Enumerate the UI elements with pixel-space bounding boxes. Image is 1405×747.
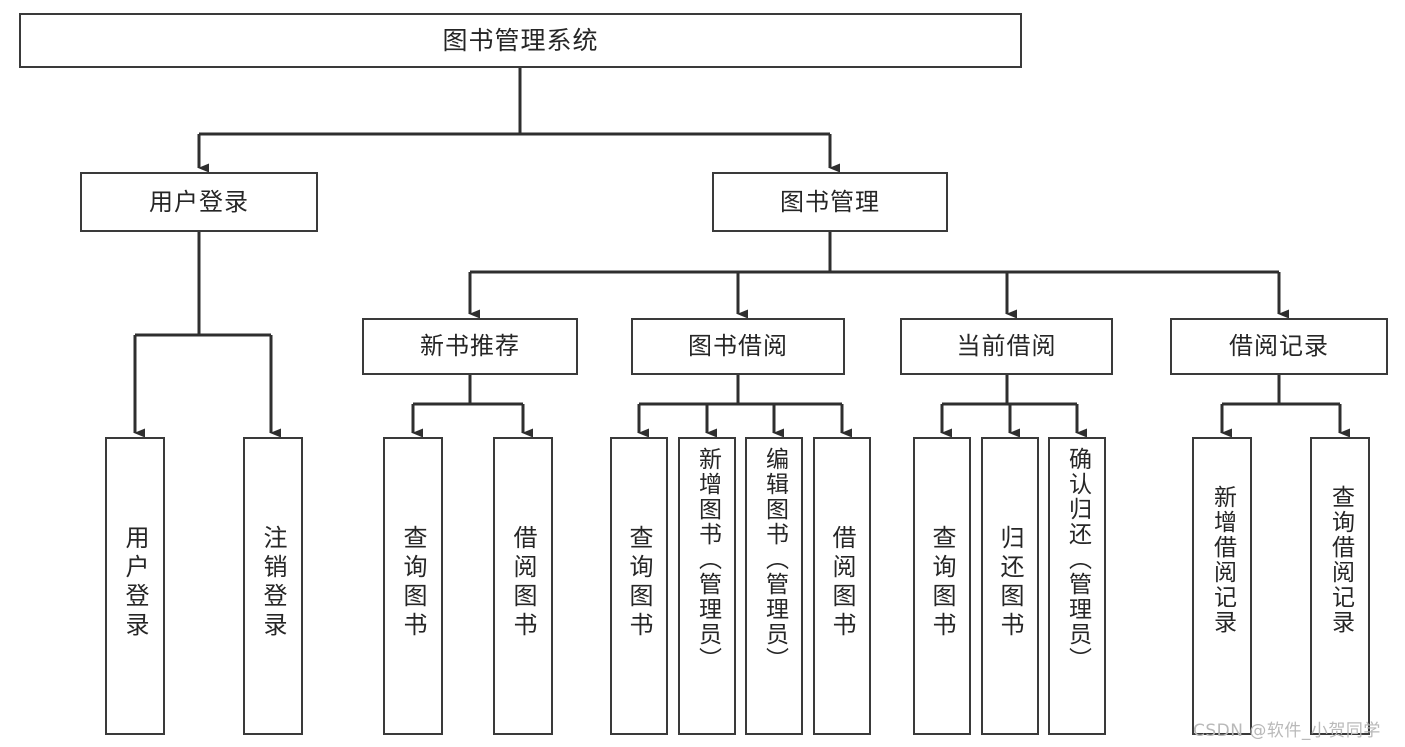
- leaf-user-login[interactable]: 用户登录: [105, 437, 165, 735]
- node-book-manage[interactable]: 图书管理: [712, 172, 948, 232]
- node-label: 查询借阅记录: [1327, 485, 1354, 635]
- node-current-borrow[interactable]: 当前借阅: [900, 318, 1113, 375]
- node-label: 图书借阅: [688, 332, 788, 361]
- node-label: 用户登录: [121, 525, 149, 641]
- node-label: 用户登录: [149, 187, 249, 216]
- node-label: 借阅记录: [1229, 332, 1329, 361]
- node-label: 新书推荐: [420, 332, 520, 361]
- node-label: 图书管理: [780, 187, 880, 216]
- leaf-edit-book-admin[interactable]: 编辑图书（管理员）: [745, 437, 803, 735]
- leaf-borrow-book-1[interactable]: 借阅图书: [493, 437, 553, 735]
- node-label: 确认归还（管理员）: [1064, 447, 1091, 672]
- leaf-query-book-1[interactable]: 查询图书: [383, 437, 443, 735]
- node-label: 查询图书: [625, 525, 653, 641]
- leaf-borrow-book-2[interactable]: 借阅图书: [813, 437, 871, 735]
- leaf-add-borrow-record[interactable]: 新增借阅记录: [1192, 437, 1252, 735]
- leaf-add-book-admin[interactable]: 新增图书（管理员）: [678, 437, 736, 735]
- node-book-borrow[interactable]: 图书借阅: [631, 318, 845, 375]
- node-new-book-recommendation[interactable]: 新书推荐: [362, 318, 578, 375]
- node-user-login[interactable]: 用户登录: [80, 172, 318, 232]
- leaf-query-book-3[interactable]: 查询图书: [913, 437, 971, 735]
- node-label: 查询图书: [399, 525, 427, 641]
- node-label: 当前借阅: [956, 332, 1057, 361]
- node-label: 归还图书: [996, 525, 1024, 641]
- node-label: 借阅图书: [509, 525, 537, 641]
- node-root-system[interactable]: 图书管理系统: [19, 13, 1022, 68]
- node-label: 图书管理系统: [442, 25, 599, 55]
- node-borrow-record[interactable]: 借阅记录: [1170, 318, 1388, 375]
- leaf-query-borrow-record[interactable]: 查询借阅记录: [1310, 437, 1370, 735]
- node-label: 注销登录: [259, 525, 287, 641]
- leaf-return-book[interactable]: 归还图书: [981, 437, 1039, 735]
- node-label: 查询图书: [928, 525, 956, 641]
- node-label: 新增图书（管理员）: [694, 447, 721, 672]
- leaf-confirm-return-admin[interactable]: 确认归还（管理员）: [1048, 437, 1106, 735]
- node-label: 借阅图书: [828, 525, 856, 641]
- leaf-query-book-2[interactable]: 查询图书: [610, 437, 668, 735]
- node-label: 新增借阅记录: [1209, 485, 1236, 635]
- node-label: 编辑图书（管理员）: [761, 447, 788, 672]
- leaf-logout-login[interactable]: 注销登录: [243, 437, 303, 735]
